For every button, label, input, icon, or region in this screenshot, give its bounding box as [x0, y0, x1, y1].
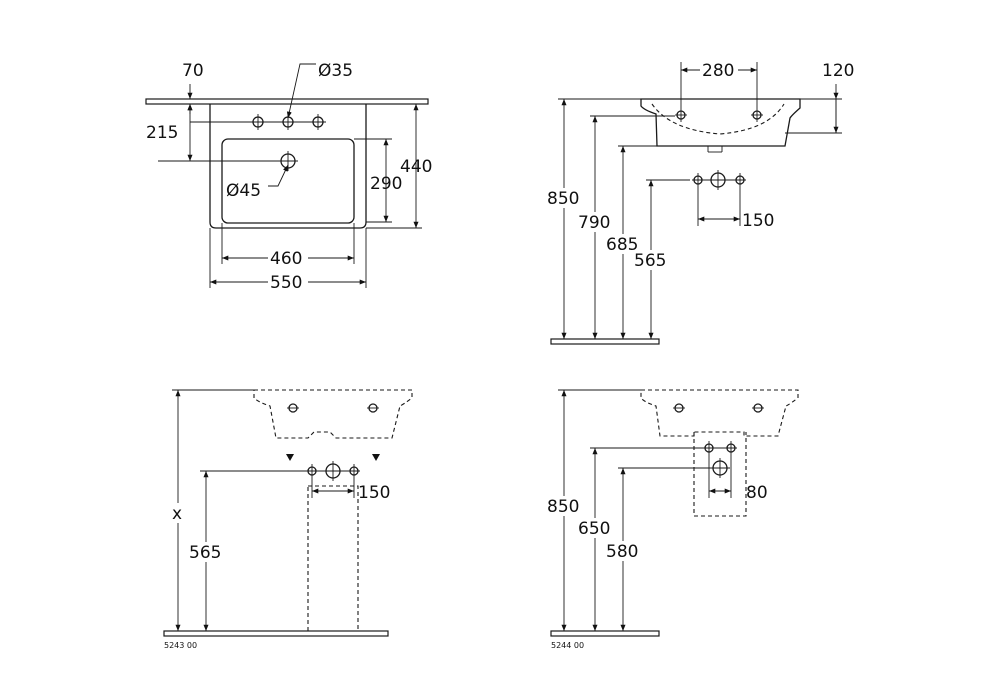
dim-580: 580: [606, 542, 638, 562]
dim-565-front: 565: [189, 543, 221, 563]
wall-connections-front-2: [703, 441, 737, 478]
floor-side-view: [550, 338, 660, 345]
dim-850-side: 850: [547, 189, 579, 209]
dim-850-front: 850: [547, 497, 579, 517]
pedestal-outline: [307, 485, 359, 632]
wall-top-view: [145, 98, 429, 105]
dim-460: 460: [270, 249, 302, 269]
front-view-pedestal: 150 x 565 5243 00: [163, 389, 413, 650]
dim-215: 215: [146, 123, 178, 143]
side-view: 280 120 850 790 685 565: [547, 60, 854, 345]
floor-front-1: [163, 630, 389, 637]
dim-150-front: 150: [358, 483, 390, 503]
front-view-half-pedestal: 80 850 650 580 5244 00: [547, 389, 799, 650]
top-view: 70 215 Ø35 Ø45 290 440 460 550: [145, 61, 432, 293]
dim-70: 70: [182, 61, 204, 81]
article-code-2: 5244 00: [551, 641, 584, 650]
dim-120: 120: [822, 61, 854, 81]
wall-connections-front-1: [306, 461, 360, 481]
basin-bowl-top: [221, 138, 355, 224]
dim-diameter-35: Ø35: [318, 61, 353, 81]
dim-565-side: 565: [634, 251, 666, 271]
dim-650: 650: [578, 519, 610, 539]
basin-bowl-side: [651, 103, 785, 135]
article-code-1: 5243 00: [164, 641, 197, 650]
dim-280: 280: [702, 61, 734, 81]
dim-290: 290: [370, 174, 402, 194]
dim-685: 685: [606, 235, 638, 255]
basin-outline-side: [640, 98, 801, 147]
basin-outline-top: [209, 104, 367, 229]
dim-440: 440: [400, 157, 432, 177]
dim-150-side: 150: [742, 211, 774, 231]
dim-x: x: [172, 504, 182, 524]
half-pedestal-outline: [693, 432, 747, 517]
dim-550: 550: [270, 273, 302, 293]
drain-hole-top: [278, 151, 298, 171]
basin-outline-front-1: [253, 389, 413, 439]
dim-80: 80: [746, 483, 768, 503]
dim-790: 790: [578, 213, 610, 233]
dim-diameter-45: Ø45: [226, 181, 261, 201]
wall-connections-side: [692, 170, 746, 190]
basin-outline-front-2: [640, 389, 799, 437]
floor-front-2: [550, 630, 660, 637]
